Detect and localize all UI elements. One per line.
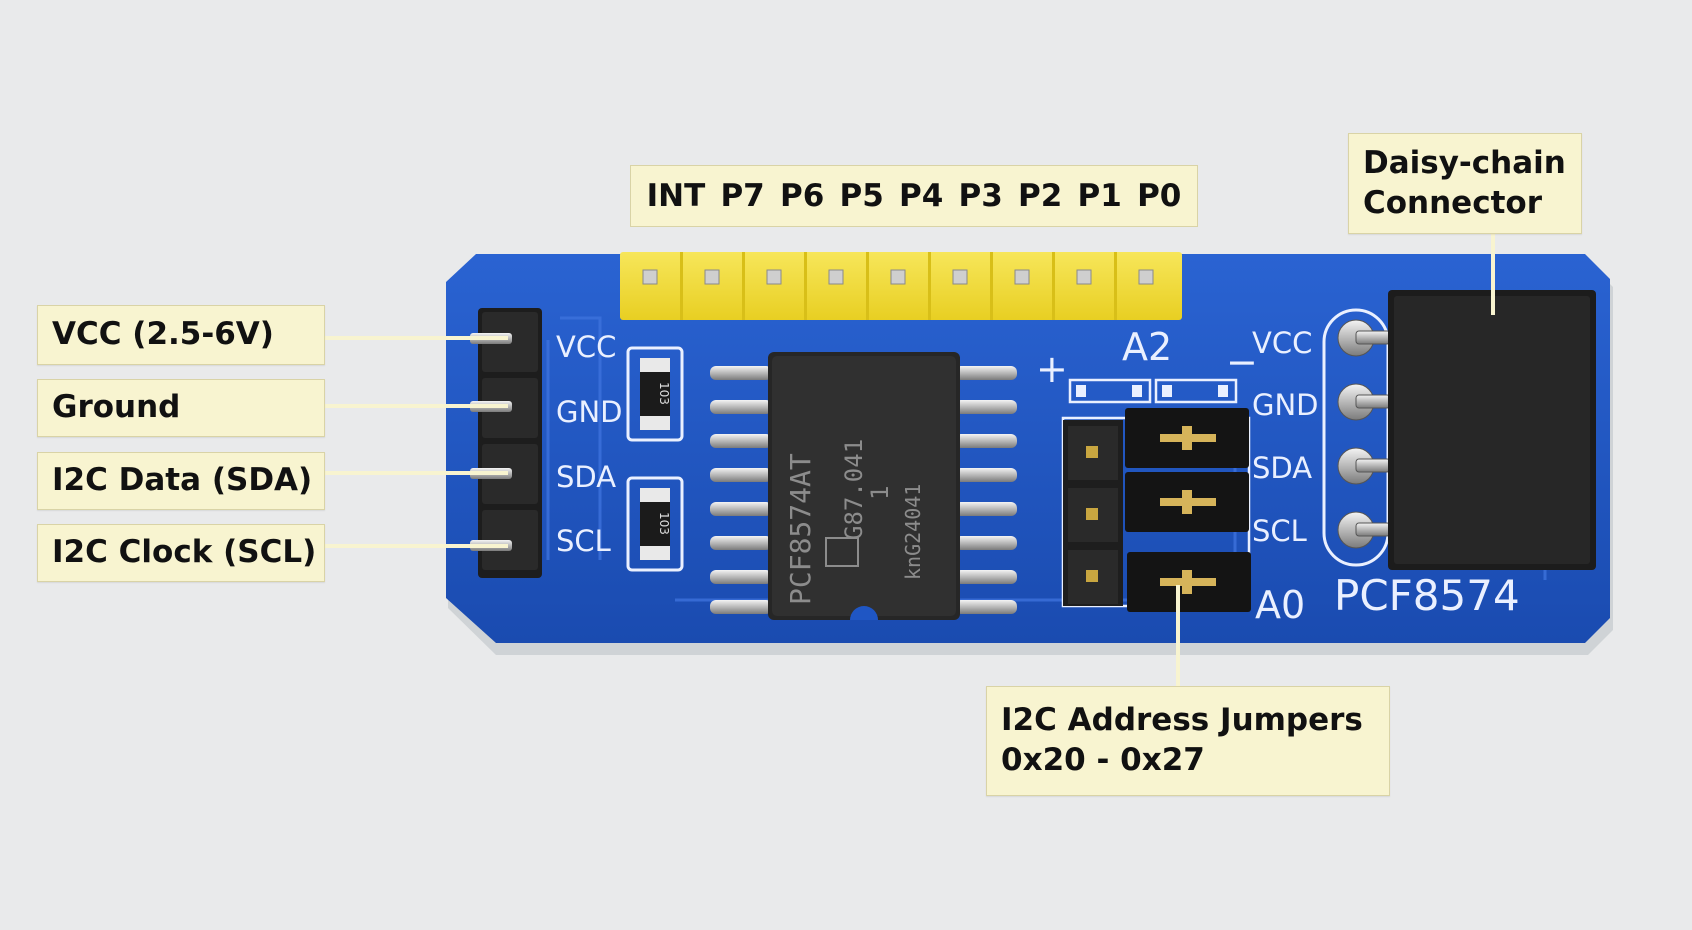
silk-right-gnd: GND xyxy=(1252,388,1319,422)
left-pin-header xyxy=(470,308,542,578)
pin-label-p7: P7 xyxy=(720,178,765,214)
silk-a0: A0 xyxy=(1255,583,1305,627)
pin-label-p6: P6 xyxy=(779,178,825,214)
chip-marking-1: PCF8574AT xyxy=(784,453,817,605)
pcf8574-chip: PCF8574AT G87.041 1 knG24041 xyxy=(710,352,1017,620)
resistor-bottom-code: 103 xyxy=(657,512,671,535)
daisy-chain-line-2: Connector xyxy=(1363,184,1542,221)
chip-marking-2: G87.041 xyxy=(840,439,868,540)
silk-right-scl: SCL xyxy=(1252,514,1307,548)
callout-daisy-chain: Daisy-chain Connector xyxy=(1348,133,1582,234)
pin-label-p4: P4 xyxy=(899,178,944,214)
silk-left-gnd: GND xyxy=(556,395,623,429)
resistor-top-code: 103 xyxy=(657,382,671,405)
pin-label-p0: P0 xyxy=(1137,178,1182,214)
callout-sda: I2C Data (SDA) xyxy=(37,452,325,510)
callout-vcc: VCC (2.5-6V) xyxy=(37,305,325,365)
gpio-pin-labels: INT P7 P6 P5 P4 P3 P2 P1 P0 xyxy=(630,165,1198,227)
silk-left-scl: SCL xyxy=(556,524,611,558)
resistor-top: 103 xyxy=(626,346,684,442)
address-jumpers-line-1: I2C Address Jumpers xyxy=(1001,702,1363,739)
chip-logo-icon xyxy=(825,537,859,567)
callout-ground: Ground xyxy=(37,379,325,437)
silk-right-sda: SDA xyxy=(1252,451,1312,485)
silk-minus: − xyxy=(1226,340,1258,384)
address-jumper-block xyxy=(1063,408,1251,612)
silk-left-vcc: VCC xyxy=(556,330,616,364)
leader-lines xyxy=(324,232,1495,688)
pin-label-p3: P3 xyxy=(958,178,1003,214)
silk-left-sda: SDA xyxy=(556,460,616,494)
chip-marking-3: 1 xyxy=(866,486,894,500)
resistor-bottom: 103 xyxy=(626,476,684,572)
pin-label-p1: P1 xyxy=(1077,178,1122,214)
daisy-chain-line-1: Daisy-chain xyxy=(1363,144,1566,181)
pin-label-p5: P5 xyxy=(839,178,884,214)
address-jumpers-line-2: 0x20 - 0x27 xyxy=(1001,742,1205,778)
gpio-pin-header xyxy=(620,252,1182,320)
pin-label-p2: P2 xyxy=(1018,178,1063,214)
chip-marking-4: knG24041 xyxy=(901,484,925,580)
callout-address-jumpers: I2C Address Jumpers 0x20 - 0x27 xyxy=(986,686,1390,796)
silk-a2: A2 xyxy=(1122,325,1172,369)
silk-board-name: PCF8574 xyxy=(1334,571,1520,620)
silk-plus: + xyxy=(1036,347,1068,391)
silk-right-vcc: VCC xyxy=(1252,326,1312,360)
callout-scl: I2C Clock (SCL) xyxy=(37,524,325,582)
pin-label-int: INT xyxy=(646,178,706,214)
